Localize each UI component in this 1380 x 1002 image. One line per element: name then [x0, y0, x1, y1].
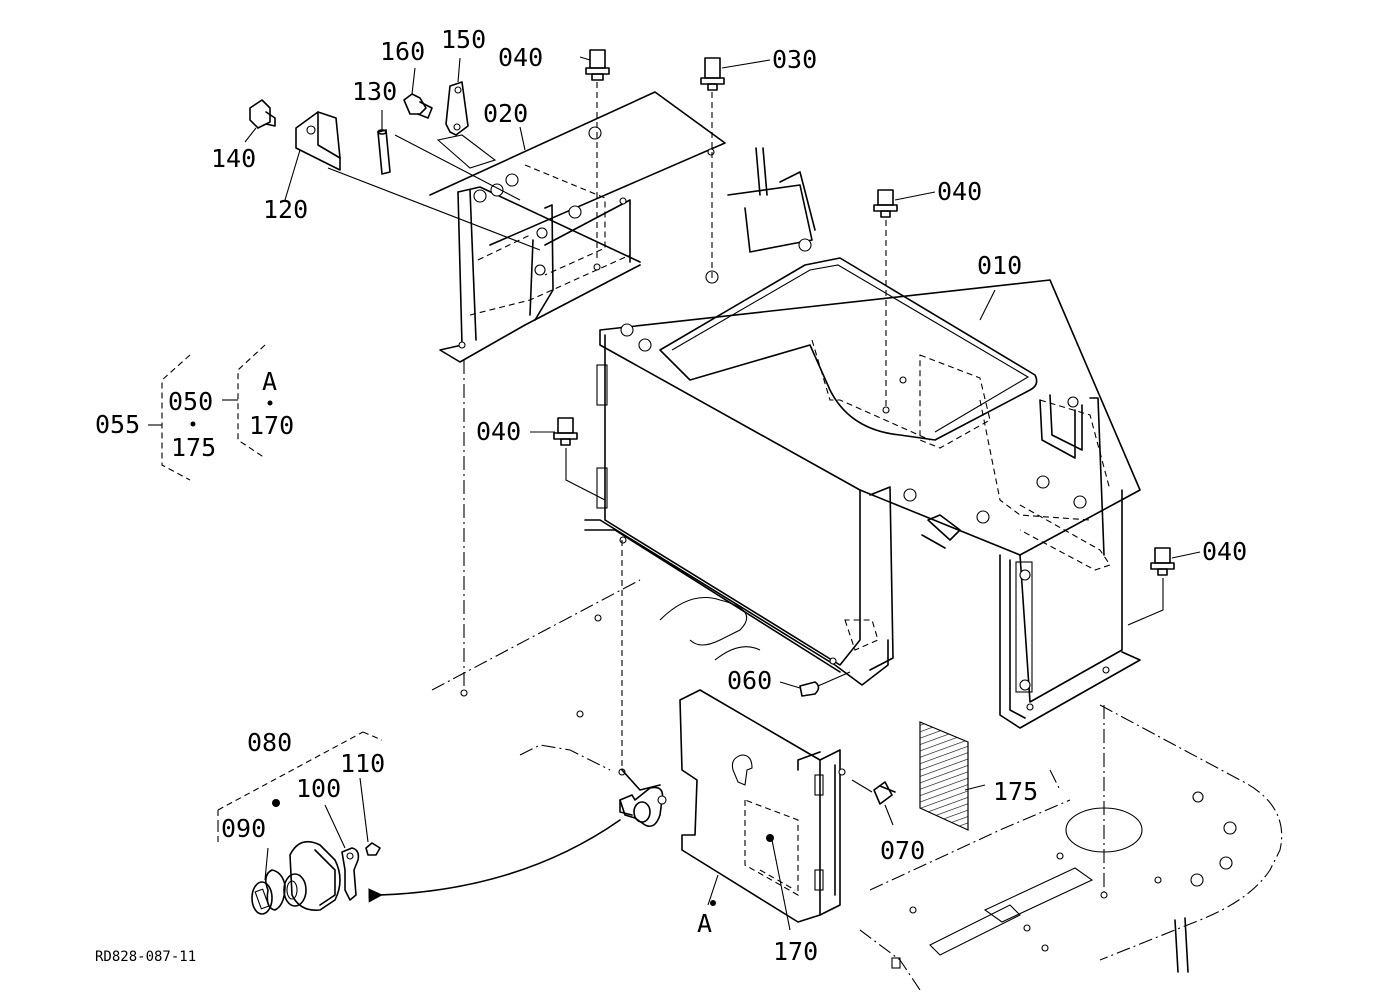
label-040-right: 040	[1202, 537, 1247, 566]
label-160: 160	[380, 37, 425, 66]
part-150	[445, 81, 469, 136]
label-110: 110	[340, 749, 385, 778]
label-170-kit: 170	[249, 411, 294, 440]
label-120: 120	[263, 195, 308, 224]
cover-170	[618, 689, 969, 923]
label-010: 010	[977, 251, 1022, 280]
bolt-040-right	[1100, 547, 1175, 899]
bolt-070	[851, 779, 896, 805]
label-040-top: 040	[498, 43, 543, 72]
label-175-kit: 175	[171, 433, 216, 462]
battery-box-010	[584, 147, 1141, 729]
part-130	[377, 129, 391, 175]
part-120	[295, 111, 341, 171]
bolt-040-top	[585, 49, 610, 260]
leader-lines	[244, 56, 1201, 931]
label-070: 070	[880, 836, 925, 865]
label-020: 020	[483, 99, 528, 128]
label-ref-a: A	[697, 909, 712, 938]
label-030: 030	[772, 45, 817, 74]
lock-assembly-080	[217, 731, 383, 915]
bolt-060	[799, 671, 851, 697]
bolt-040-middle	[873, 189, 898, 410]
label-ref-a-kit: A	[262, 367, 277, 396]
label-130: 130	[352, 77, 397, 106]
label-090: 090	[221, 814, 266, 843]
label-040-middle: 040	[937, 177, 982, 206]
label-150: 150	[441, 25, 486, 54]
label-060: 060	[727, 666, 772, 695]
label-050: 050	[168, 387, 213, 416]
long-rod	[460, 360, 468, 697]
part-140	[249, 99, 276, 129]
base-frame	[431, 579, 1283, 991]
label-140: 140	[211, 144, 256, 173]
drawing-id: RD828-087-11	[95, 949, 196, 965]
label-055: 055	[95, 410, 140, 439]
label-170: 170	[773, 937, 818, 966]
callout-labels: 010 020 030 040 040 040 040 050 055 060 …	[95, 25, 1247, 966]
label-175: 175	[993, 777, 1038, 806]
bracket-020	[327, 91, 726, 363]
bolt-030	[700, 57, 725, 280]
detail-arrow	[368, 819, 621, 903]
flange-nuts	[619, 238, 1110, 711]
kit-grouping	[148, 344, 273, 481]
label-080: 080	[247, 728, 292, 757]
label-100: 100	[296, 774, 341, 803]
bolt-040-left	[553, 417, 623, 770]
part-160	[403, 93, 433, 119]
label-040-left: 040	[476, 417, 521, 446]
